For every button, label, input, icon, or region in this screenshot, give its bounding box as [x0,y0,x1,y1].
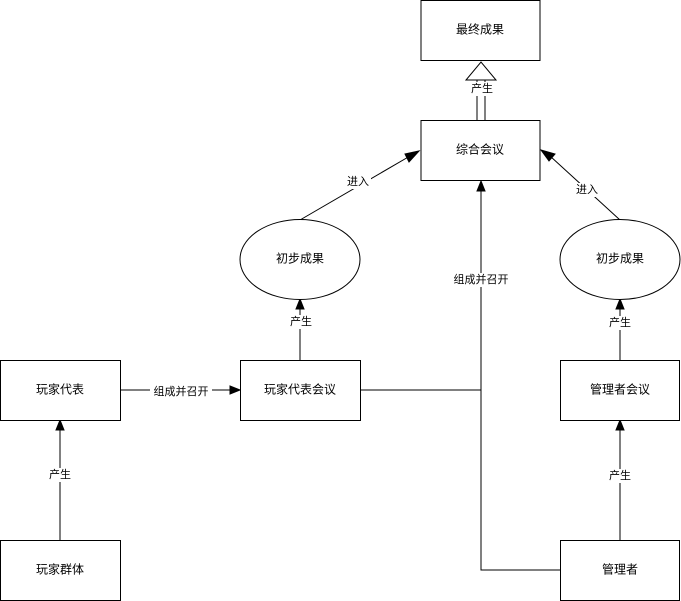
label-produce-manager-meeting: 产生 [609,468,631,482]
label-organize-center: 组成并召开 [454,272,509,286]
node-prelim-result-left: 初步成果 [239,219,361,300]
label-organize-rep: 组成并召开 [154,384,209,398]
node-joint-meeting: 综合会议 [420,120,541,181]
edge-organize-center [360,179,560,571]
edge-produce-prelim-left [295,297,305,360]
label-produce-rep: 产生 [49,467,71,481]
node-manager-meeting: 管理者会议 [560,360,680,421]
edge-produce-manager-meeting [615,418,625,540]
label-produce-prelim-right: 产生 [609,315,631,329]
label-produce-prelim-left: 产生 [290,314,312,328]
svg-text:初步成果: 初步成果 [596,252,644,266]
svg-text:玩家群体: 玩家群体 [36,562,84,577]
svg-text:管理者: 管理者 [602,562,638,577]
svg-text:综合会议: 综合会议 [456,142,504,157]
svg-text:玩家代表会议: 玩家代表会议 [264,382,336,397]
svg-text:管理者会议: 管理者会议 [590,382,650,397]
node-rep-meeting: 玩家代表会议 [240,360,361,421]
label-enter-right: 进入 [576,183,598,196]
svg-text:初步成果: 初步成果 [276,252,324,266]
edge-produce-rep [55,418,65,540]
node-player-rep: 玩家代表 [0,360,121,421]
node-manager: 管理者 [560,540,680,601]
label-produce-final: 产生 [471,81,493,95]
svg-text:玩家代表: 玩家代表 [36,382,84,397]
node-player-group: 玩家群体 [0,540,121,601]
svg-text:最终成果: 最终成果 [456,22,504,37]
node-final-result: 最终成果 [420,0,541,61]
label-enter-left: 进入 [347,175,369,188]
node-prelim-result-right: 初步成果 [559,219,681,300]
